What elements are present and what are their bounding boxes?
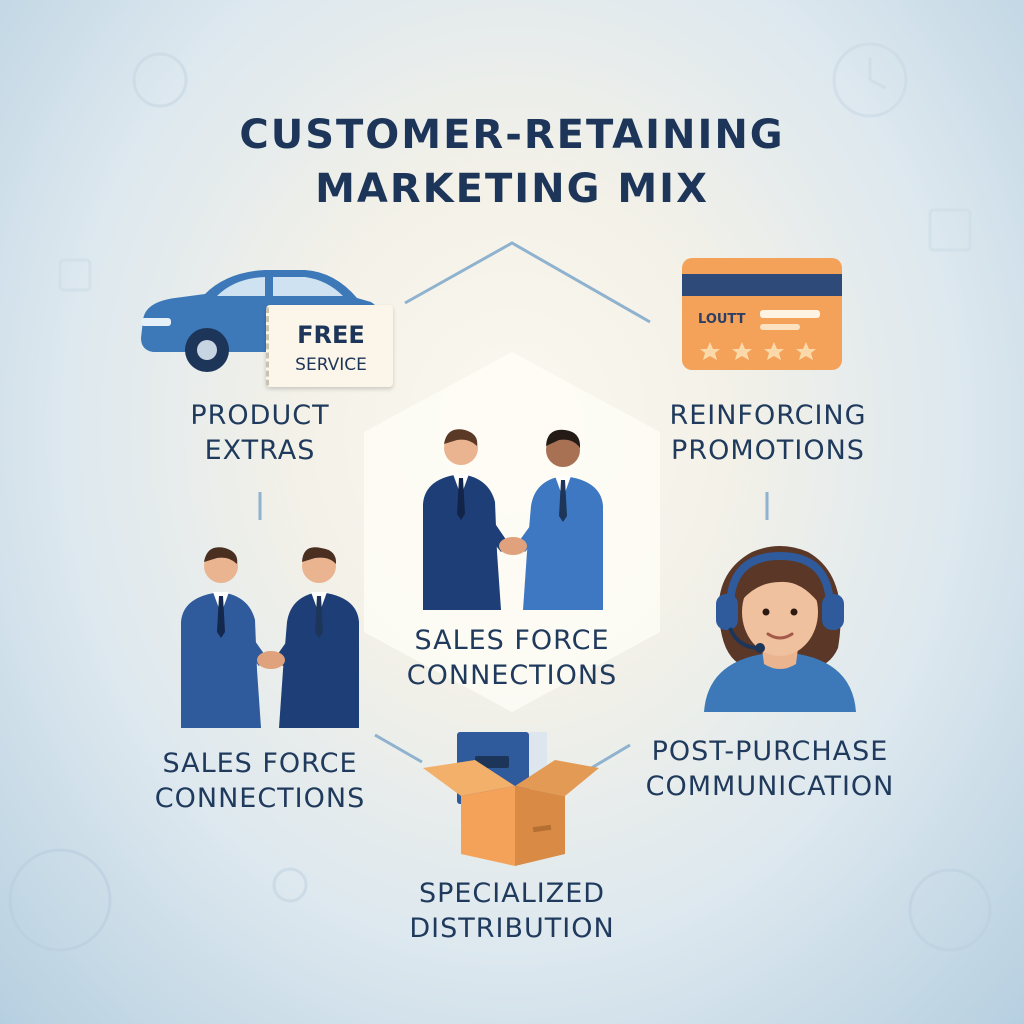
- box-icon: [423, 732, 599, 866]
- label-post-purchase: POST-PURCHASE COMMUNICATION: [645, 736, 895, 802]
- title-line-1: CUSTOMER-RETAINING: [239, 112, 785, 158]
- label-reinforcing-promotions: REINFORCING PROMOTIONS: [669, 400, 867, 466]
- connector-top: [404, 241, 651, 324]
- page-title: CUSTOMER-RETAINING MARKETING MIX: [112, 108, 912, 216]
- label-sales-force-center: SALES FORCE CONNECTIONS: [406, 625, 618, 691]
- free-service-tag-line-2: SERVICE: [295, 355, 367, 375]
- connector-bottom-left: [374, 733, 423, 764]
- free-service-tag: FREE SERVICE: [266, 305, 393, 387]
- open-box-illustration: [415, 728, 615, 868]
- headset-icon: [716, 551, 844, 653]
- loyalty-card-illustration: LOUTT: [682, 258, 842, 370]
- free-service-tag-line-1: FREE: [297, 321, 365, 349]
- label-specialized-distribution: SPECIALIZED DISTRIBUTION: [409, 878, 615, 944]
- connector-bottom-right: [587, 743, 631, 772]
- title-line-2: MARKETING MIX: [315, 166, 709, 212]
- handshake-left-illustration: [175, 540, 365, 728]
- handshake-center-illustration: [413, 422, 613, 610]
- loyalty-card-label: LOUTT: [698, 312, 746, 327]
- label-sales-force-left: SALES FORCE CONNECTIONS: [154, 748, 366, 814]
- star-rating-icon: [700, 342, 816, 360]
- center-hexagon-panel: [364, 352, 660, 712]
- label-product-extras: PRODUCT EXTRAS: [190, 400, 330, 466]
- headset-agent-illustration: [700, 536, 860, 712]
